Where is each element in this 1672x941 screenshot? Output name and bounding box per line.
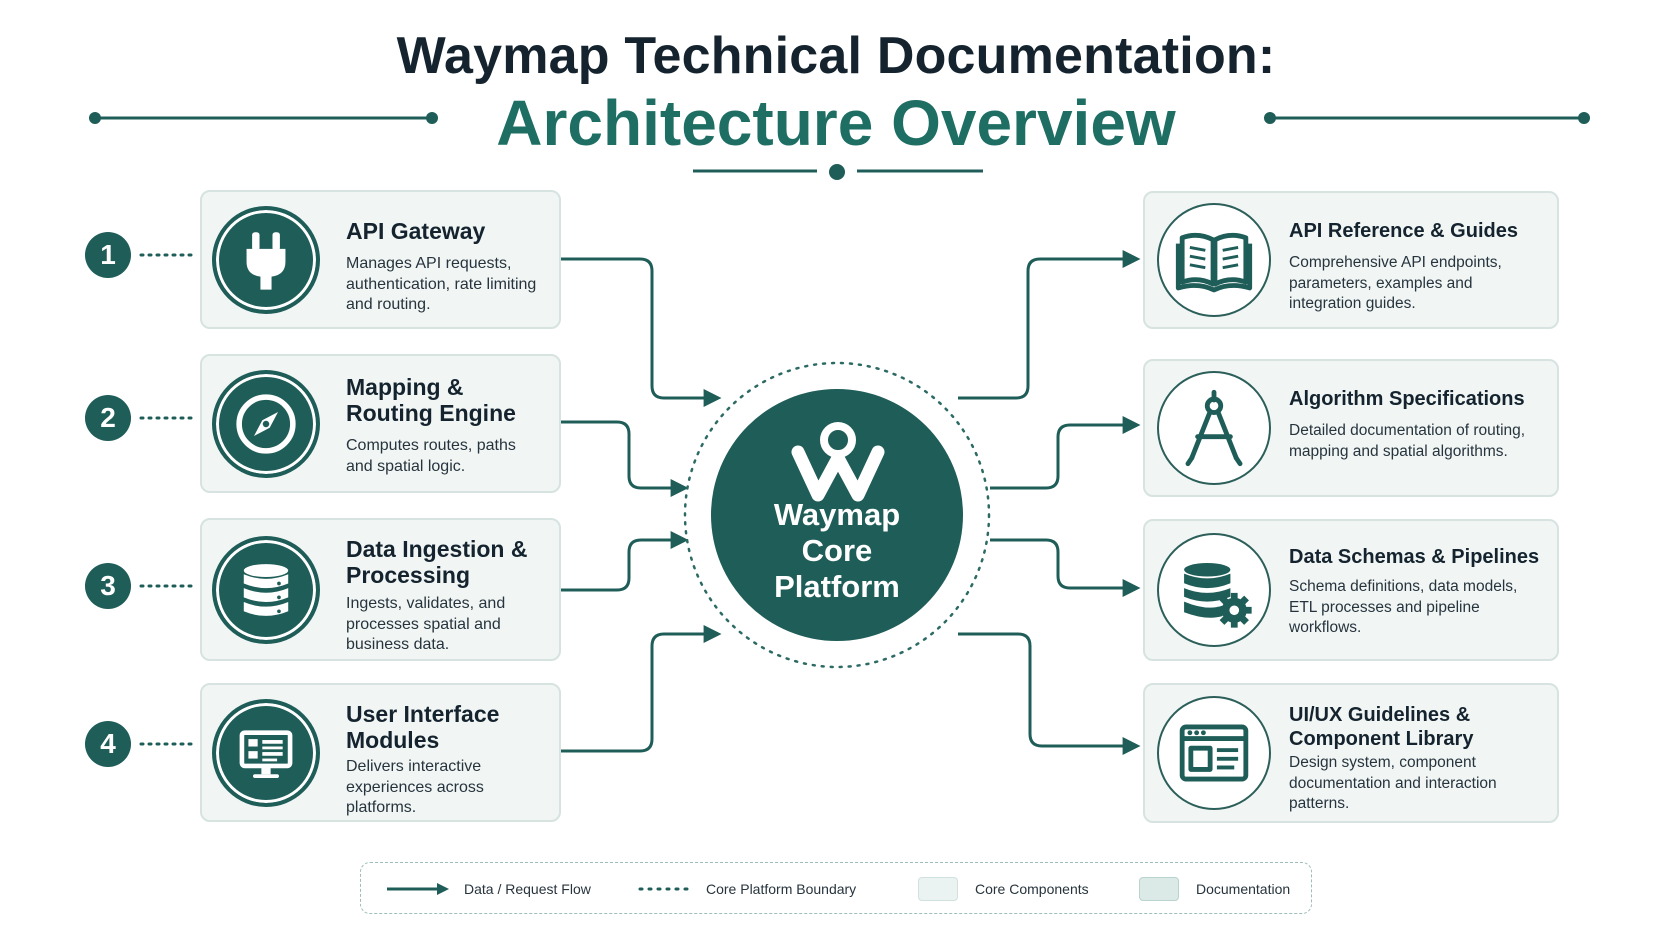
- doc-card-data-schemas[interactable]: Data Schemas & Pipelines Schema definiti…: [1143, 519, 1559, 661]
- compass-icon: [212, 369, 320, 478]
- legend-core-label: Core Components: [975, 881, 1089, 897]
- title-decoration: [89, 112, 1590, 180]
- step-number-4: 4: [85, 721, 131, 767]
- component-card-mapping-routing[interactable]: Mapping & Routing Engine Computes routes…: [200, 354, 561, 493]
- doc-card-api-reference[interactable]: API Reference & Guides Comprehensive API…: [1143, 191, 1559, 329]
- component-title: Mapping & Routing Engine: [346, 374, 516, 426]
- legend-arrow-icon: [387, 883, 449, 895]
- component-description: Computes routes, paths and spatial logic…: [346, 437, 516, 475]
- component-title: API Gateway: [346, 218, 486, 244]
- doc-description: Comprehensive API endpoints, parameters,…: [1289, 254, 1502, 312]
- number-leaders: [139, 253, 196, 746]
- component-description: Ingests, validates, and processes spatia…: [346, 595, 506, 653]
- hub-line: Waymap: [773, 497, 901, 532]
- doc-card-algorithm-specs[interactable]: Algorithm Specifications Detailed docume…: [1143, 359, 1559, 497]
- waymap-logo-icon: [791, 422, 885, 502]
- doc-title: UI/UX Guidelines & Component Library: [1289, 704, 1474, 750]
- legend-flow-label: Data / Request Flow: [464, 881, 591, 897]
- monitor-icon: [212, 698, 320, 807]
- legend-docs-swatch: [1139, 877, 1179, 901]
- doc-card-ui-ux-guidelines[interactable]: UI/UX Guidelines & Component Library Des…: [1143, 683, 1559, 823]
- component-description: Delivers interactive experiences across …: [346, 758, 484, 816]
- page-title: Waymap Technical Documentation:: [396, 27, 1276, 85]
- component-title: Data Ingestion & Processing: [346, 536, 528, 588]
- core-platform-label: Waymap Core Platform: [717, 497, 957, 605]
- component-card-api-gateway[interactable]: API Gateway Manages API requests, authen…: [200, 190, 561, 329]
- step-number-2: 2: [85, 395, 131, 441]
- database-gear-icon: [1157, 533, 1271, 647]
- step-number-3: 3: [85, 563, 131, 609]
- doc-title: API Reference & Guides: [1289, 220, 1518, 242]
- hub-line: Core: [801, 533, 873, 568]
- hub-line: Platform: [774, 569, 900, 604]
- legend-dotted-icon: [638, 887, 694, 891]
- legend: Data / Request Flow Core Platform Bounda…: [360, 862, 1312, 914]
- component-title: User Interface Modules: [346, 701, 500, 753]
- doc-description: Design system, component documentation a…: [1289, 754, 1497, 812]
- component-card-data-ingestion[interactable]: Data Ingestion & Processing Ingests, val…: [200, 518, 561, 661]
- doc-description: Detailed documentation of routing, mappi…: [1289, 422, 1526, 460]
- doc-description: Schema definitions, data models, ETL pro…: [1289, 578, 1518, 636]
- doc-title: Algorithm Specifications: [1289, 388, 1525, 410]
- page-subtitle: Architecture Overview: [496, 87, 1176, 159]
- browser-layout-icon: [1157, 696, 1271, 810]
- component-description: Manages API requests, authentication, ra…: [346, 255, 537, 313]
- core-platform-hub: [711, 389, 963, 641]
- step-number-1: 1: [85, 232, 131, 278]
- legend-boundary-label: Core Platform Boundary: [706, 881, 857, 897]
- database-icon: [212, 535, 320, 644]
- legend-core-swatch: [918, 877, 958, 901]
- drafting-compass-icon: [1157, 371, 1271, 485]
- book-icon: [1157, 203, 1271, 317]
- core-platform-boundary: [683, 361, 991, 669]
- plug-icon: [212, 205, 320, 314]
- flow-arrows-right: [958, 250, 1141, 755]
- flow-arrows-left: [561, 257, 722, 753]
- doc-title: Data Schemas & Pipelines: [1289, 546, 1540, 568]
- legend-docs-label: Documentation: [1196, 881, 1291, 897]
- component-card-user-interface[interactable]: User Interface Modules Delivers interact…: [200, 683, 561, 822]
